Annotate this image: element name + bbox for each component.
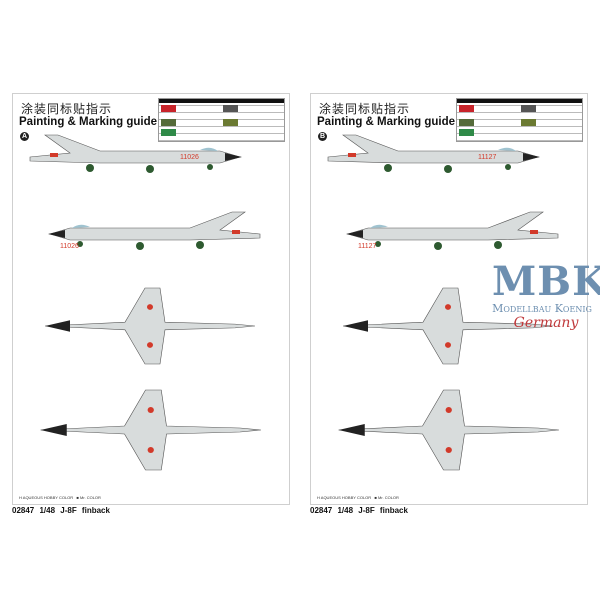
side-view-left-b: 11127 <box>327 134 541 174</box>
legend-aqueous: H AQUEOUS HOBBY COLOR <box>19 495 74 500</box>
caption-b: 02847 1/48 J-8F finback <box>310 506 408 515</box>
top-view-a <box>39 389 262 471</box>
color-table <box>158 98 285 142</box>
side-view-right-b: 11127 <box>345 211 559 251</box>
side-view-left-a: 11026 <box>29 134 243 174</box>
guide-title: Painting & Marking guide <box>317 116 456 128</box>
variant-badge: A <box>20 132 29 141</box>
legend-aqueous: H AQUEOUS HOBBY COLOR <box>317 495 372 500</box>
serial-number: 11127 <box>358 243 377 250</box>
serial-number: 11026 <box>180 154 199 161</box>
mbk-watermark-logo: MBK Modellbau Koenig Germany <box>492 258 600 332</box>
chinese-title: 涂装同标贴指示 <box>21 102 113 116</box>
legend-mr-color: ■ Mr. COLOR <box>374 495 399 500</box>
logo-germany: Germany <box>513 315 579 331</box>
color-table <box>456 98 583 142</box>
serial-number: 11127 <box>478 154 497 161</box>
legend-mr-color: ■ Mr. COLOR <box>76 495 101 500</box>
variant-badge: B <box>318 132 327 141</box>
bottom-view-a <box>44 287 256 365</box>
guide-title: Painting & Marking guide <box>19 116 158 128</box>
chinese-title: 涂装同标贴指示 <box>319 102 411 116</box>
logo-mbk: MBK <box>492 258 600 305</box>
side-view-right-a: 11026 <box>47 211 261 251</box>
top-view-b <box>337 389 560 471</box>
serial-number: 11026 <box>60 243 79 250</box>
caption-a: 02847 1/48 J-8F finback <box>12 506 110 515</box>
legend: H AQUEOUS HOBBY COLOR ■ Mr. COLOR <box>19 495 101 500</box>
logo-modellbau: Modellbau Koenig <box>492 302 592 315</box>
legend: H AQUEOUS HOBBY COLOR ■ Mr. COLOR <box>317 495 399 500</box>
